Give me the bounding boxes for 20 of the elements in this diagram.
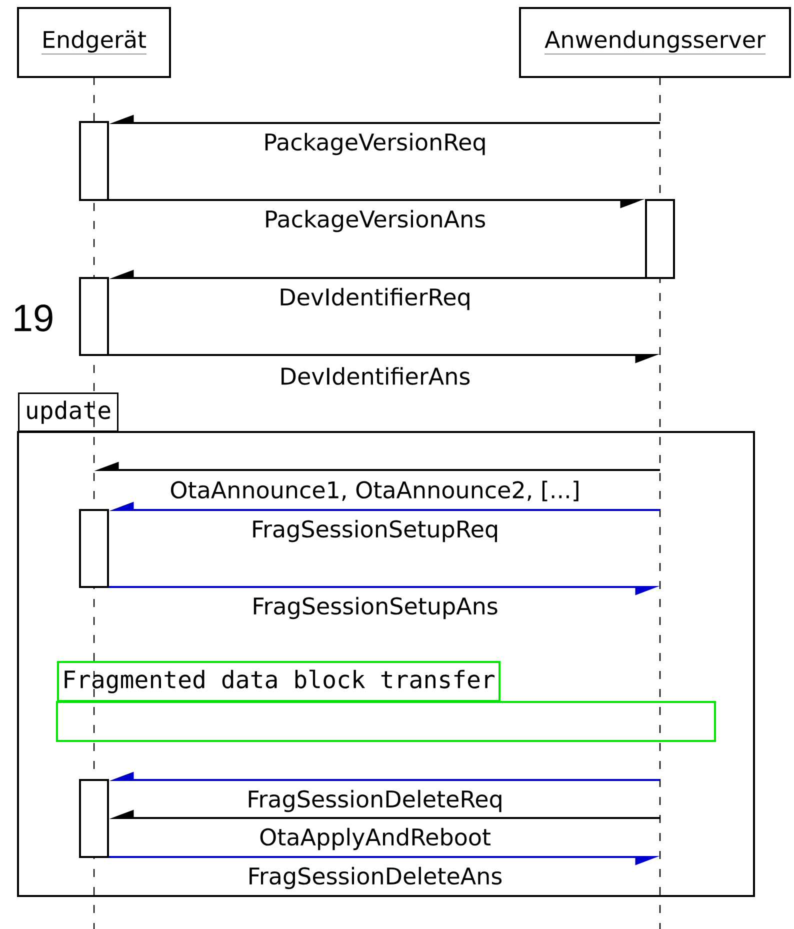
lifeline-head: Endgerät — [17, 7, 171, 78]
activation-bar — [79, 277, 109, 356]
fragment-frame: Fragmented data block transfer — [56, 661, 716, 742]
activation-bar — [79, 121, 109, 201]
message-label: DevIdentifierReq — [278, 286, 472, 312]
message-label: PackageVersionReq — [262, 132, 488, 156]
message-label: DevIdentifierAns — [278, 366, 472, 386]
message-label: PackageVersionAns — [262, 208, 488, 234]
lifeline — [659, 77, 661, 929]
message-label: FragSessionSetupAns — [250, 596, 500, 620]
message-label: FragSessionSetupReq — [250, 518, 500, 544]
node-label: Fragmented data block transfer — [64, 670, 495, 694]
message-label: OtaAnnounce1, OtaAnnounce2, [...] — [168, 480, 582, 502]
node-label: update — [27, 400, 110, 424]
message-label: FragSessionDeleteReq — [246, 788, 504, 814]
message-label: FragSessionDeleteAns — [246, 866, 504, 890]
lifeline-head: Anwendungsserver — [519, 7, 791, 78]
activation-bar — [645, 199, 675, 279]
step-number: 19 — [14, 304, 52, 332]
message-label: OtaApplyAndReboot — [258, 826, 492, 852]
